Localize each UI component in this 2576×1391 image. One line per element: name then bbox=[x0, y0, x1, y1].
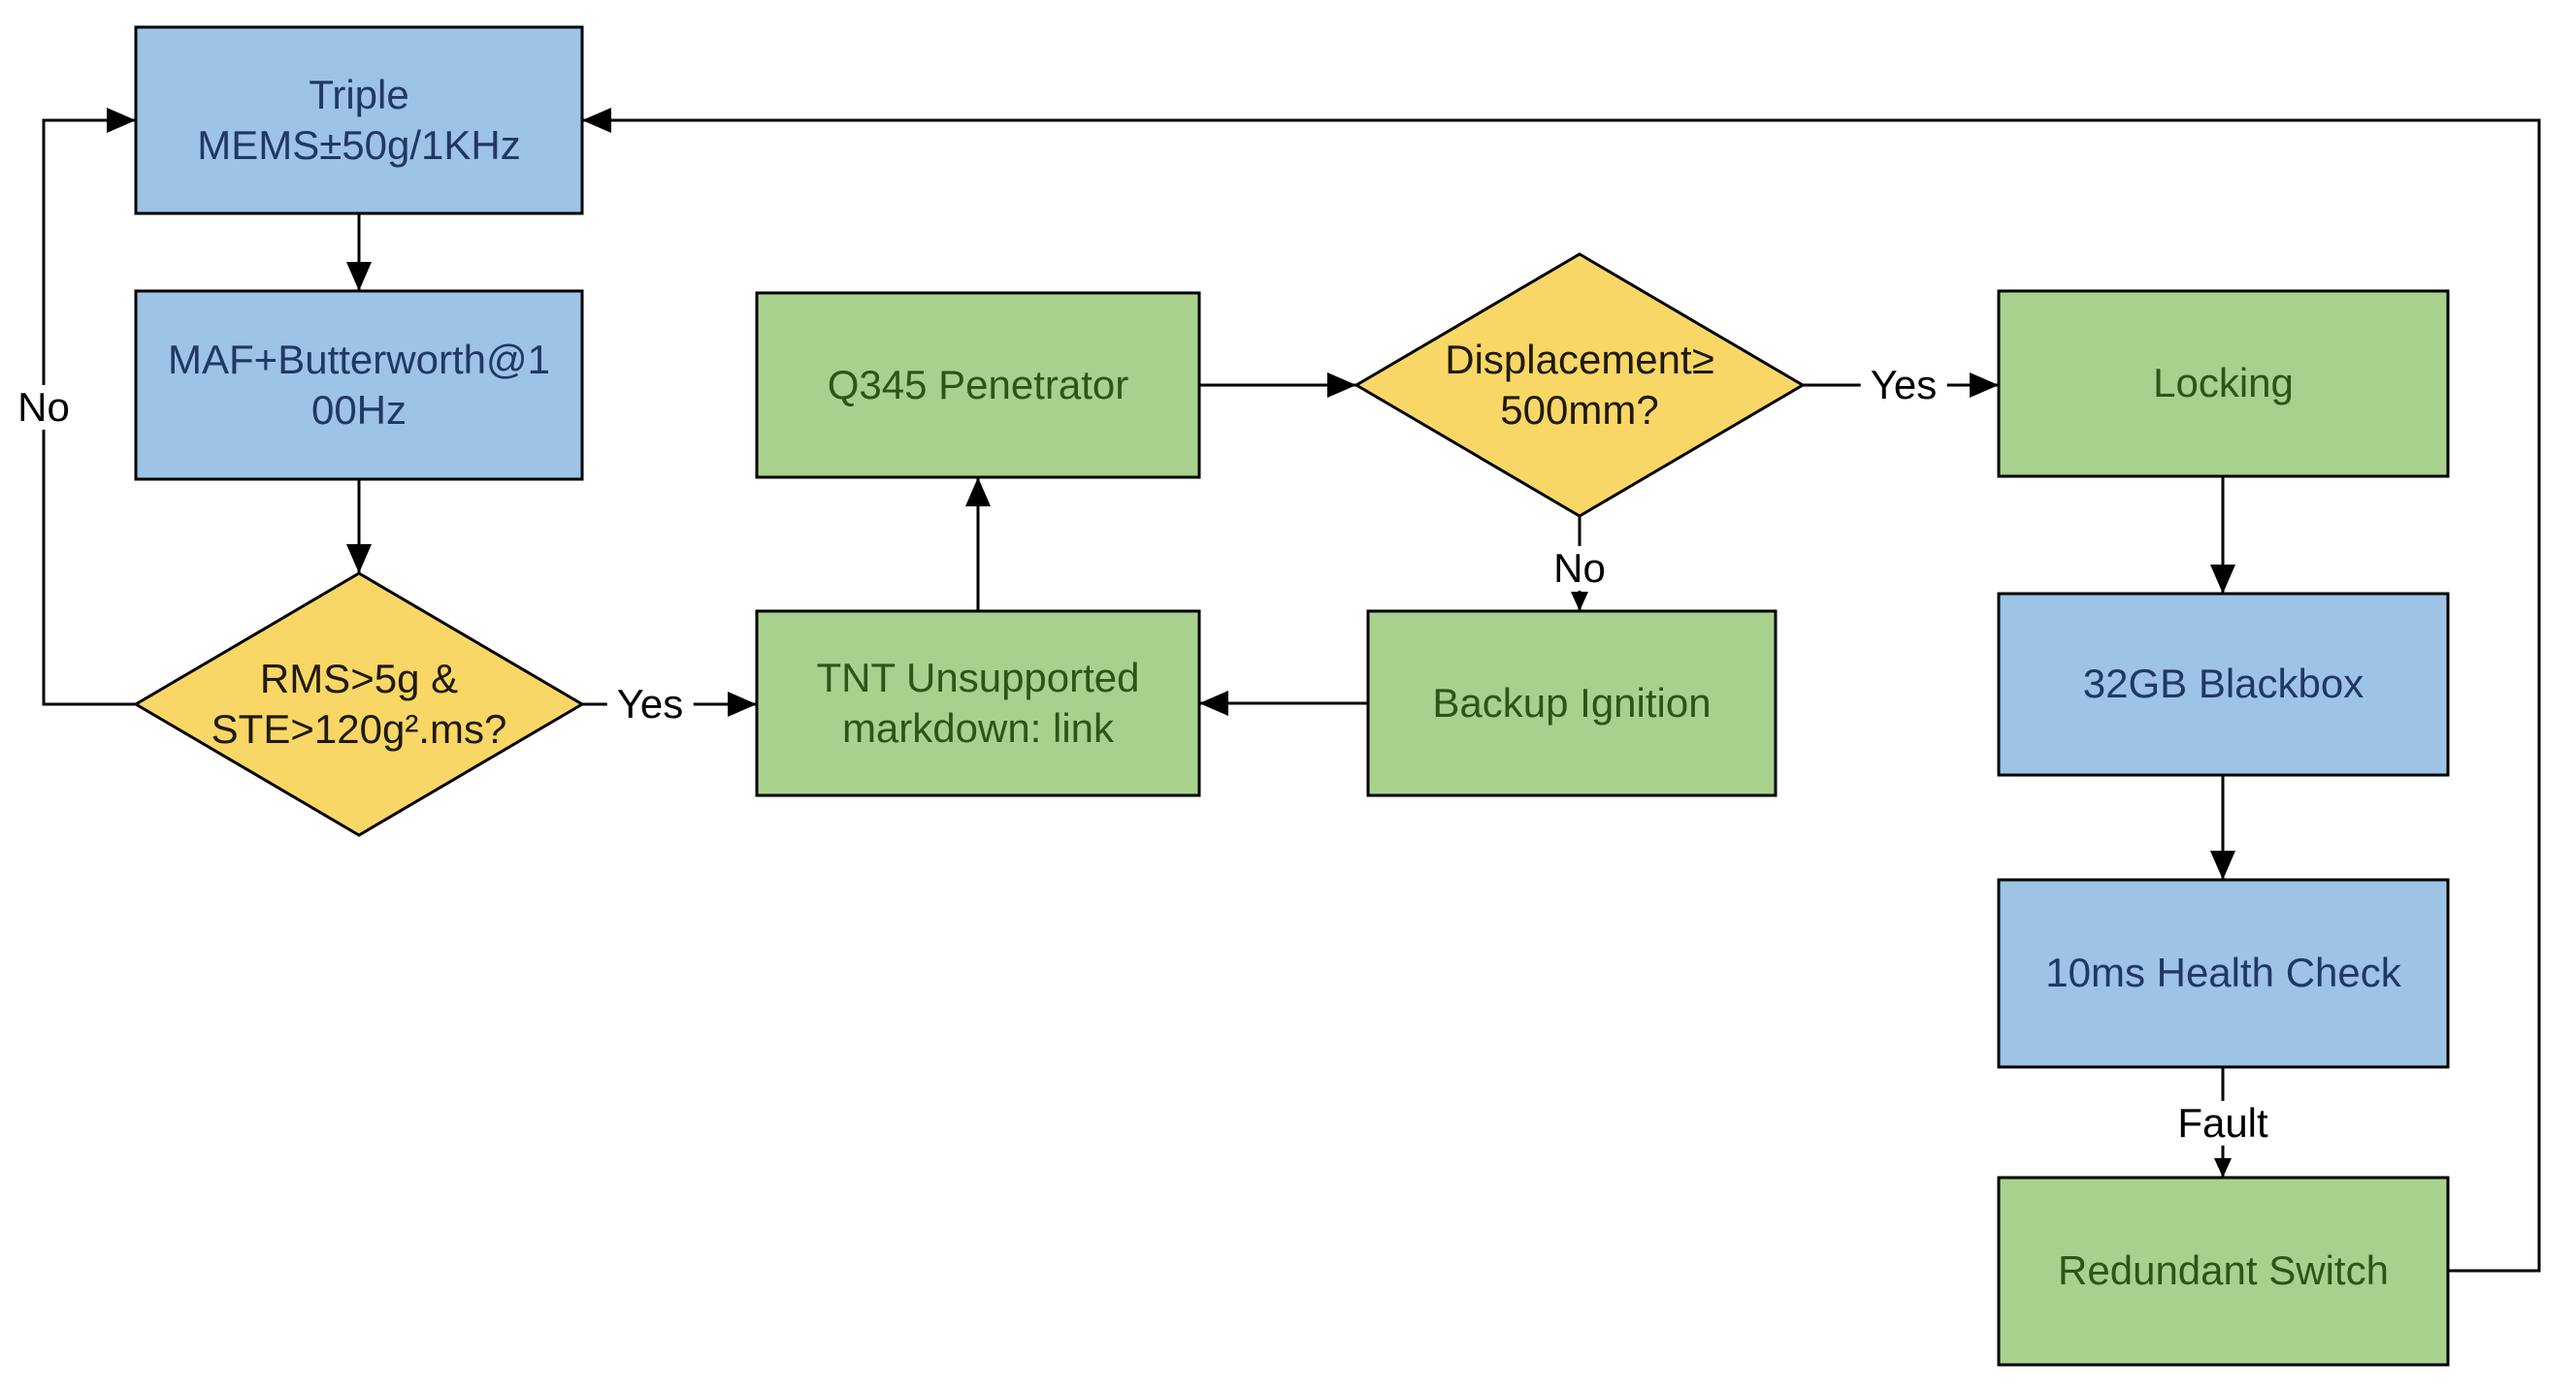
node-health-check-shape bbox=[1997, 878, 2450, 1069]
node-q345-penetrator-shape bbox=[755, 291, 1201, 479]
node-locking-shape bbox=[1997, 289, 2450, 478]
node-tnt-unsupported-shape bbox=[755, 609, 1201, 797]
edge-label-fault: Fault bbox=[2168, 1100, 2278, 1147]
node-rms-decision-shape bbox=[133, 571, 585, 837]
edge-label-no-displacement: No bbox=[1544, 545, 1615, 592]
node-backup-ignition-shape bbox=[1366, 609, 1777, 797]
node-displacement-decision-shape bbox=[1353, 252, 1806, 518]
node-blackbox-32gb-shape bbox=[1997, 592, 2450, 777]
node-maf-butterworth-shape bbox=[134, 289, 584, 481]
node-triple-mems-shape bbox=[134, 25, 584, 215]
edge-label-no-rms: No bbox=[8, 384, 80, 431]
edge-label-yes-displacement: Yes bbox=[1860, 362, 1947, 408]
node-redundant-switch-shape bbox=[1997, 1176, 2450, 1367]
edge-label-yes-rms: Yes bbox=[606, 681, 694, 728]
edge-redundant-to-triple bbox=[582, 108, 2541, 1273]
